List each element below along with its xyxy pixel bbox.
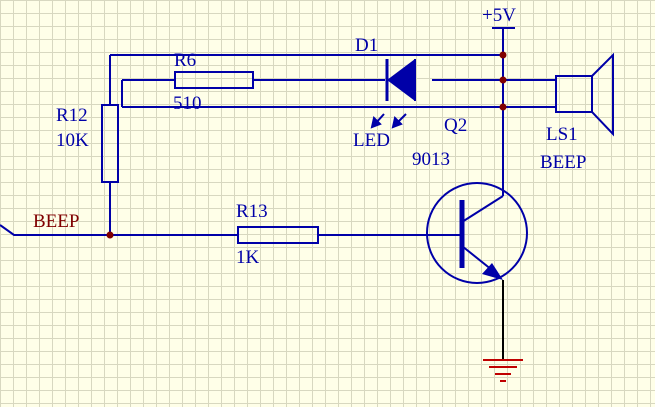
r12-value: 10K (56, 130, 89, 151)
r13-designator: R13 (236, 201, 268, 222)
ls1-designator: LS1 (546, 124, 578, 145)
wire-led-row (121, 79, 503, 107)
wires (0, 28, 556, 236)
r6-designator: R6 (174, 50, 196, 71)
net-label-beep: BEEP (33, 211, 79, 232)
wire-beep-input (0, 224, 238, 236)
junctions (106, 51, 507, 239)
ls1-value: BEEP (540, 152, 586, 173)
led-value: LED (353, 130, 390, 151)
resistor-r12 (101, 104, 119, 183)
power-label: +5V (482, 5, 516, 26)
junction-node (499, 103, 507, 111)
d1-designator: D1 (355, 35, 378, 56)
r6-value: 510 (173, 93, 202, 114)
resistor-r13 (237, 226, 319, 244)
resistor-r6 (174, 71, 254, 89)
junction-node (106, 231, 114, 239)
led-light-arrows (370, 113, 407, 129)
q2-designator: Q2 (444, 115, 467, 136)
junction-node (499, 76, 507, 84)
r12-designator: R12 (56, 105, 88, 126)
q2-value: 9013 (412, 149, 450, 170)
led-d1 (370, 59, 416, 129)
r13-value: 1K (236, 247, 260, 268)
transistor-q2 (426, 182, 528, 284)
speaker-ls1 (555, 52, 614, 137)
ground-symbol (483, 359, 523, 382)
junction-node (499, 51, 507, 59)
